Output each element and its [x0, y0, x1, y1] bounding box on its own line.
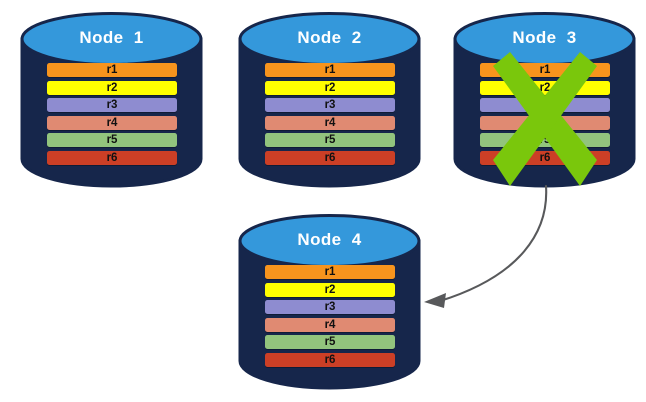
data-row-label: r5 [324, 336, 336, 349]
data-row-r4: r4 [265, 115, 395, 130]
data-row-r1: r1 [265, 63, 395, 77]
data-row-label: r4 [324, 318, 336, 331]
data-row-r5: r5 [480, 133, 610, 148]
data-row-label: r1 [106, 64, 118, 76]
data-row-label: r6 [324, 353, 336, 366]
data-row-r4: r4 [480, 115, 610, 130]
data-row-r5: r5 [47, 133, 177, 148]
data-row-label: r2 [106, 81, 118, 94]
data-row-label: r5 [106, 134, 118, 147]
data-row-label: r6 [324, 151, 336, 164]
data-row-r2: r2 [480, 80, 610, 95]
data-row-r5: r5 [265, 133, 395, 148]
node-rows-3: r1 r2 r3 r4 r5 r6 [480, 63, 610, 169]
data-row-label: r3 [106, 99, 118, 112]
data-row-label: r1 [324, 64, 336, 76]
data-row-r4: r4 [265, 317, 395, 332]
data-row-label: r2 [539, 81, 551, 94]
data-row-r2: r2 [47, 80, 177, 95]
data-row-label: r5 [324, 134, 336, 147]
data-row-label: r1 [539, 64, 551, 76]
data-row-label: r4 [106, 116, 118, 129]
data-row-label: r4 [324, 116, 336, 129]
data-row-label: r1 [324, 266, 336, 278]
data-row-r2: r2 [265, 80, 395, 95]
data-row-r3: r3 [265, 98, 395, 113]
data-row-r3: r3 [265, 300, 395, 315]
data-row-r3: r3 [47, 98, 177, 113]
data-row-label: r6 [539, 151, 551, 164]
data-row-r4: r4 [47, 115, 177, 130]
data-row-r3: r3 [480, 98, 610, 113]
node-rows-4: r1 r2 r3 r4 r5 r6 [265, 265, 395, 371]
node-rows-2: r1 r2 r3 r4 r5 r6 [265, 63, 395, 169]
data-row-label: r3 [539, 99, 551, 112]
data-row-label: r3 [324, 301, 336, 314]
data-row-label: r4 [539, 116, 551, 129]
data-row-r1: r1 [47, 63, 177, 77]
data-row-r6: r6 [480, 150, 610, 165]
data-row-r1: r1 [265, 265, 395, 279]
data-row-r5: r5 [265, 335, 395, 350]
data-row-r6: r6 [265, 150, 395, 165]
data-row-r6: r6 [47, 150, 177, 165]
data-row-label: r2 [324, 283, 336, 296]
data-row-r2: r2 [265, 282, 395, 297]
data-row-label: r5 [539, 134, 551, 147]
data-row-label: r2 [324, 81, 336, 94]
data-row-r1: r1 [480, 63, 610, 77]
data-row-label: r6 [106, 151, 118, 164]
data-row-label: r3 [324, 99, 336, 112]
node-rows-1: r1 r2 r3 r4 r5 r6 [47, 63, 177, 169]
data-row-r6: r6 [265, 352, 395, 367]
